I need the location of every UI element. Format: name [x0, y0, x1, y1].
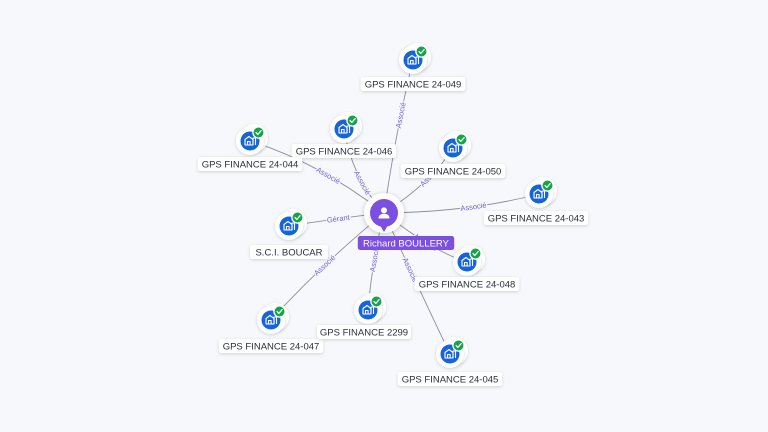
center-pointer [380, 226, 388, 232]
company-name-pill[interactable]: GPS FINANCE 24-046 [291, 144, 397, 158]
company-name-pill[interactable]: GPS FINANCE 2299 [317, 325, 411, 339]
company-name-pill[interactable]: S.C.I. BOUCAR [250, 245, 328, 259]
verified-check-icon [273, 305, 286, 318]
company-node[interactable] [399, 43, 431, 74]
verified-check-icon [469, 247, 482, 260]
company-name-pill[interactable]: GPS FINANCE 24-043 [483, 211, 589, 225]
building-icon [283, 220, 296, 231]
relation-label: Associé [315, 165, 342, 186]
company-name: GPS FINANCE 24-044 [202, 159, 299, 170]
company-node[interactable] [330, 112, 362, 143]
building-icon [338, 123, 351, 134]
company-node[interactable] [436, 337, 468, 368]
building-icon [362, 304, 375, 315]
company-name: GPS FINANCE 24-048 [419, 279, 516, 290]
verified-check-icon [541, 179, 554, 192]
company-name-pill[interactable]: GPS FINANCE 24-047 [218, 339, 324, 353]
verified-check-icon [415, 45, 428, 58]
company-node[interactable] [236, 124, 268, 155]
company-name: S.C.I. BOUCAR [255, 247, 322, 258]
company-node[interactable] [453, 245, 485, 276]
company-name: GPS FINANCE 24-046 [296, 146, 393, 157]
company-node[interactable] [257, 303, 289, 334]
building-icon [444, 348, 457, 359]
company-name-pill[interactable]: GPS FINANCE 24-044 [197, 157, 303, 171]
verified-check-icon [455, 133, 468, 146]
relation-label: Associé [394, 101, 408, 129]
center-node[interactable]: Richard BOULLERY [357, 193, 455, 250]
building-icon [533, 188, 546, 199]
building-icon [407, 54, 420, 65]
company-name-pill[interactable]: GPS FINANCE 24-049 [360, 77, 466, 91]
building-icon [447, 142, 460, 153]
company-node[interactable] [525, 177, 557, 208]
company-node[interactable] [275, 209, 307, 240]
company-name: GPS FINANCE 24-043 [488, 213, 585, 224]
company-name: GPS FINANCE 24-050 [405, 166, 502, 177]
company-name: GPS FINANCE 24-049 [365, 79, 462, 90]
person-icon [378, 207, 390, 219]
verified-check-icon [291, 211, 304, 224]
company-name: GPS FINANCE 24-045 [402, 374, 499, 385]
verified-check-icon [452, 339, 465, 352]
company-name: GPS FINANCE 2299 [320, 327, 408, 338]
company-node[interactable] [439, 131, 471, 162]
company-name-pill[interactable]: GPS FINANCE 24-045 [397, 372, 503, 386]
company-name: GPS FINANCE 24-047 [223, 341, 320, 352]
verified-check-icon [346, 114, 359, 127]
verified-check-icon [252, 126, 265, 139]
building-icon [461, 256, 474, 267]
center-name: Richard BOULLERY [363, 238, 450, 249]
verified-check-icon [370, 295, 383, 308]
building-icon [244, 135, 257, 146]
building-icon [265, 314, 278, 325]
company-name-pill[interactable]: GPS FINANCE 24-050 [400, 164, 506, 178]
relation-label: Associé [460, 201, 487, 213]
center-name-pill[interactable]: Richard BOULLERY [357, 236, 455, 250]
company-name-pill[interactable]: GPS FINANCE 24-048 [414, 277, 520, 291]
relation-label: Gérant [326, 213, 351, 225]
company-node[interactable] [354, 293, 386, 324]
